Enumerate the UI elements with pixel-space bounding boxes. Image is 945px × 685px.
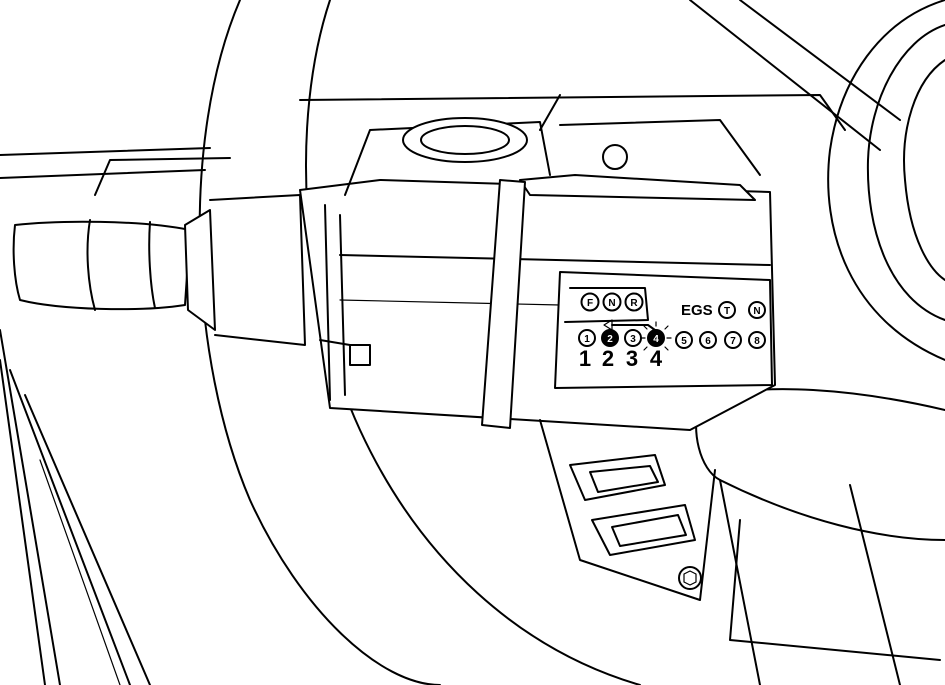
gear-number-4: 4 [650,346,663,371]
gear-number-3: 3 [626,346,638,371]
indicator-t-icon: T [718,301,736,319]
active-gear-glow [640,321,672,351]
svg-text:3: 3 [630,334,636,345]
gear-number-1: 1 [579,346,591,371]
gear-circle-3: 3 [624,329,642,347]
svg-text:5: 5 [681,336,687,347]
gear-circle-1: 1 [578,329,596,347]
indicator-f-icon: F [580,292,600,312]
indicator-r-label: R [630,298,638,309]
svg-text:6: 6 [705,336,711,347]
gear-number-2: 2 [602,346,614,371]
egs-label: EGS [681,302,713,319]
indicator-n2-icon: N [748,301,766,319]
indicator-t-label: T [724,306,730,317]
gear-circle-6: 6 [699,331,717,349]
steering-wheel-rim [198,0,641,685]
switch-block [539,419,716,601]
svg-text:1: 1 [584,334,590,345]
indicator-n-icon: N [602,292,622,312]
svg-text:7: 7 [730,336,736,347]
gear-circle-7: 7 [724,331,742,349]
indicator-r-icon: R [624,292,644,312]
svg-text:4: 4 [653,334,659,345]
lever-stalk [12,194,306,346]
gear-circles: 1 2 3 4 5 6 7 8 [578,329,766,349]
gear-circle-4: 4 [647,329,665,347]
indicator-f-label: F [587,298,593,309]
dashboard-outline [0,0,901,685]
gear-circle-5: 5 [675,331,693,349]
gear-circle-2: 2 [601,329,619,347]
indicator-n2-label: N [753,306,760,317]
indicator-n-label: N [608,298,615,309]
gear-circle-8: 8 [748,331,766,349]
svg-text:8: 8 [754,336,760,347]
gear-numbers: 1 2 3 4 [579,346,663,371]
svg-text:2: 2 [607,334,613,345]
